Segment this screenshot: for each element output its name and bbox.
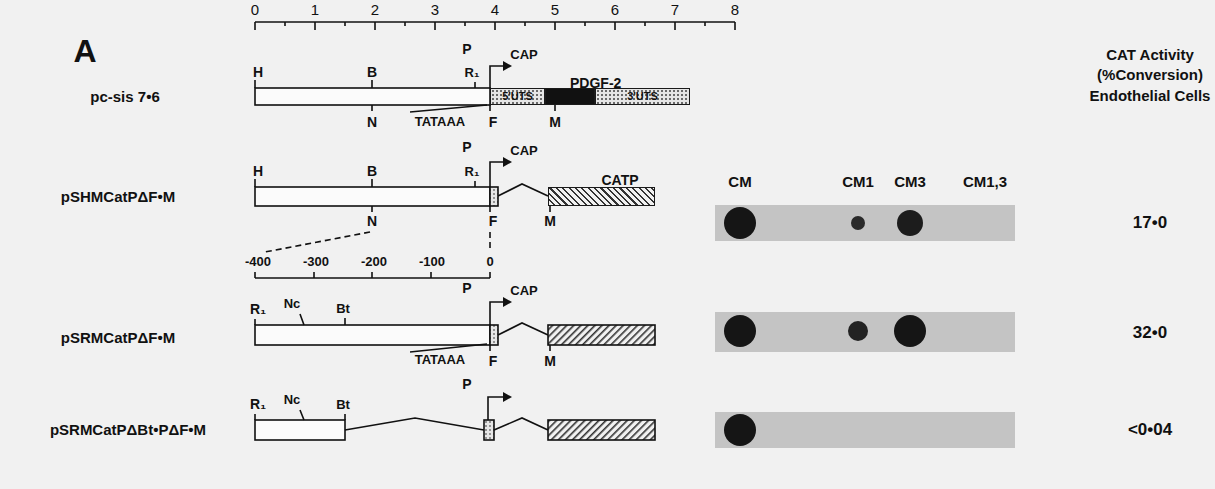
scale-number: 5	[551, 2, 559, 19]
lane-label: CM3	[894, 174, 926, 191]
site-label: H	[253, 164, 263, 179]
scale-number: 1	[311, 2, 319, 19]
lane-label: CM1,3	[963, 174, 1007, 191]
site-label: B	[367, 164, 377, 179]
scale-number: 0	[486, 255, 493, 269]
segment-heading: CATP	[602, 172, 639, 188]
site-label: TATAAA	[415, 115, 466, 129]
site-label: M	[549, 115, 561, 130]
scale-number: 6	[611, 2, 619, 19]
site-label: CAP	[510, 48, 537, 62]
scale-number: 4	[491, 2, 499, 19]
segment-label: 3'UTS	[627, 90, 658, 102]
scale-number: -200	[361, 255, 387, 269]
site-label: TATAAA	[415, 353, 466, 367]
scale-number: -400	[245, 255, 271, 269]
lane-label: CM1	[842, 174, 874, 191]
column-header: Endothelial Cells	[1090, 88, 1211, 105]
site-label: N	[367, 115, 377, 130]
site-label: F	[489, 214, 498, 229]
site-label: R₁	[250, 397, 266, 412]
scale-number: 7	[671, 2, 679, 19]
construct-name: pSHMCatPΔF•M	[61, 189, 175, 206]
scale-bar	[255, 22, 735, 30]
site-label: M	[544, 354, 556, 369]
site-label: F	[489, 115, 498, 130]
site-label: Bt	[336, 398, 350, 412]
coding-segment: PDGF-2	[545, 88, 595, 105]
scale-number: 8	[731, 2, 739, 19]
panel-letter: A	[73, 34, 96, 69]
site-label: CAP	[510, 284, 537, 298]
site-label: F	[489, 354, 498, 369]
construct-name: pSRMCatPΔBt•PΔF•M	[50, 422, 206, 439]
site-label: P	[462, 377, 471, 392]
scale-number: -100	[419, 255, 445, 269]
site-label: R₁	[465, 165, 480, 179]
site-label: M	[544, 214, 556, 229]
activity-value: 17•0	[1133, 214, 1167, 233]
site-label: R₁	[250, 302, 266, 317]
scale-number: 2	[371, 2, 379, 19]
scale-number: 0	[251, 2, 259, 19]
site-label: P	[462, 42, 471, 57]
construct-name: pSRMCatPΔF•M	[61, 330, 175, 347]
site-label: Bt	[336, 302, 350, 316]
dot-blot	[715, 205, 1015, 448]
utr-segment: 5'UTS	[490, 88, 545, 105]
cat-segment: CATP	[548, 187, 655, 206]
segment-label: 5'UTS	[502, 90, 533, 102]
column-header: (%Conversion)	[1097, 67, 1203, 84]
site-label: R₁	[465, 66, 480, 80]
scale-number: 3	[431, 2, 439, 19]
activity-value: 32•0	[1133, 324, 1167, 343]
utr-segment: 3'UTS	[595, 88, 690, 105]
site-label: P	[462, 281, 471, 296]
site-label: P	[462, 140, 471, 155]
column-header: CAT Activity	[1106, 47, 1194, 64]
site-label: B	[367, 65, 377, 80]
site-label: Nc	[284, 393, 301, 407]
construct-name: pc-sis 7•6	[90, 89, 159, 106]
construct-maps	[255, 61, 655, 440]
site-label: CAP	[510, 144, 537, 158]
scale-number: -300	[303, 255, 329, 269]
site-label: N	[367, 214, 377, 229]
activity-value: <0•04	[1128, 421, 1172, 440]
site-label: Nc	[284, 297, 301, 311]
site-label: H	[253, 65, 263, 80]
lane-label: CM	[728, 174, 751, 191]
